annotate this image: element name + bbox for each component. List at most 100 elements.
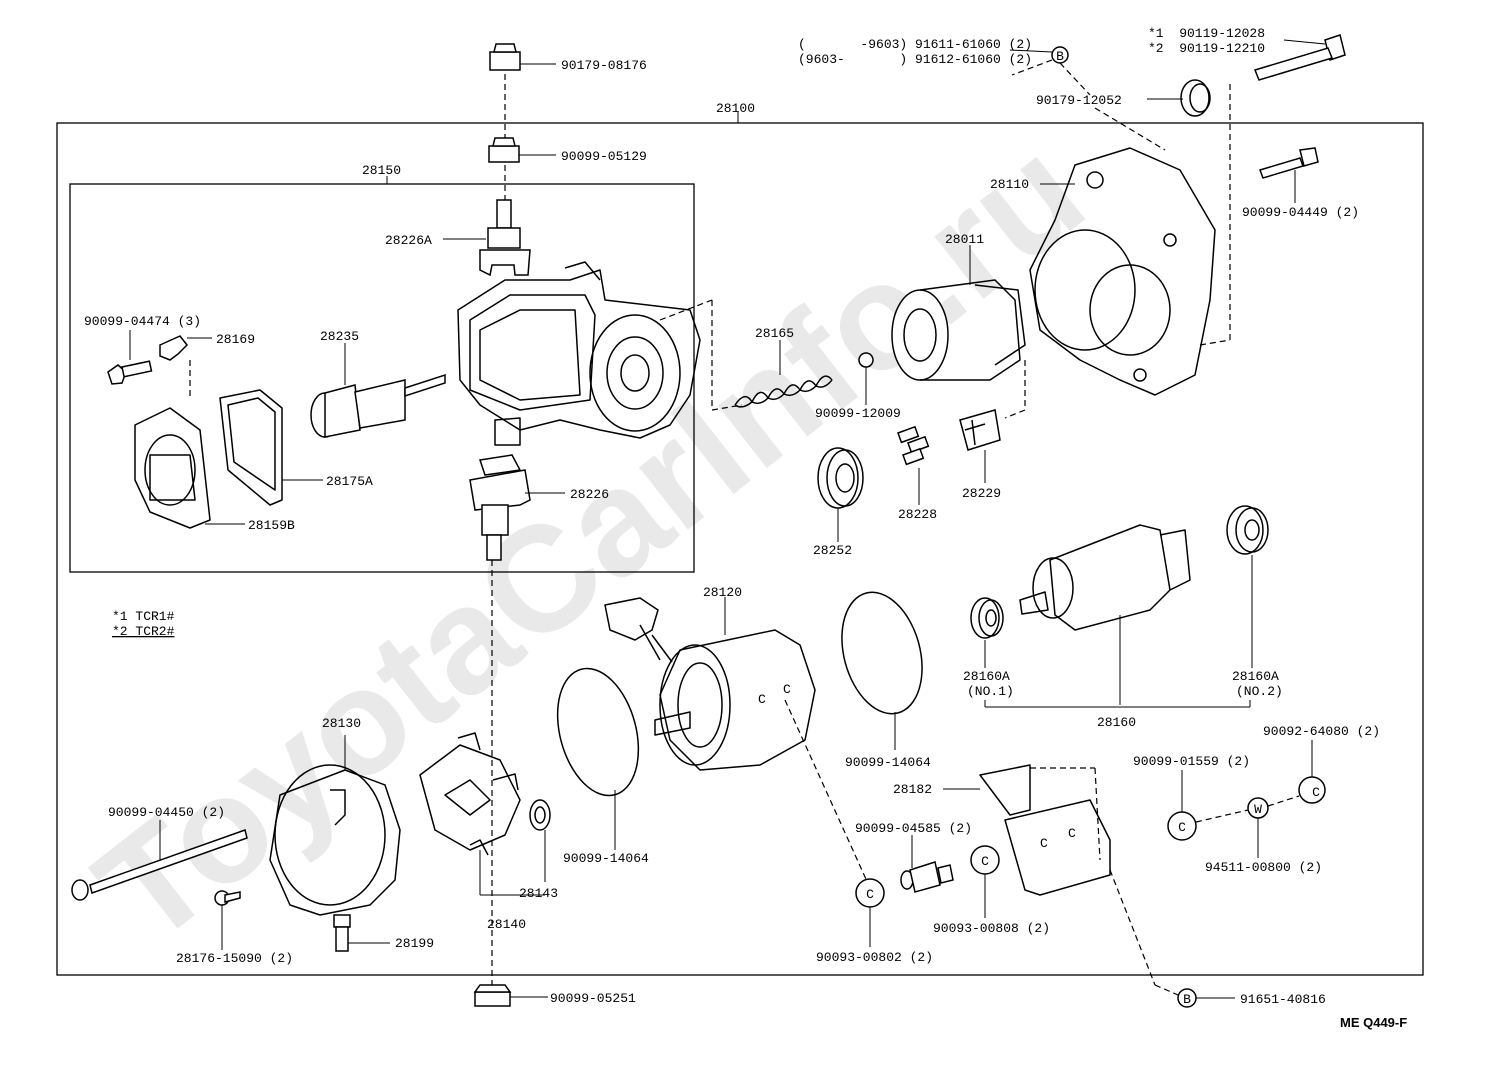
bolt-90119-12028 (1253, 34, 1346, 81)
ball-90099-12009 (858, 352, 874, 368)
label-28011: 28011 (945, 232, 984, 247)
label-28160A-no1-sub: (NO.1) (967, 684, 1014, 699)
label-91651-40816: 91651-40816 (1240, 992, 1326, 1007)
washer-94511-00800: W (1247, 797, 1269, 858)
label-90099-01559: 90099-01559 (2) (1133, 754, 1250, 769)
nut-90092-64080: C (1298, 740, 1326, 804)
label-90099-05251: 90099-05251 (550, 991, 636, 1006)
c-symbol: C (981, 854, 989, 869)
armature-28160 (1019, 524, 1191, 705)
ref-b-symbol-top: B (1009, 46, 1091, 96)
label-28229: 28229 (962, 486, 1001, 501)
washer-90093-00808: C (970, 845, 1000, 918)
o-ring-90099-14064 (556, 667, 640, 797)
c-symbol: C (758, 692, 766, 707)
cap-28199 (333, 914, 390, 952)
c-symbol: C (1068, 826, 1076, 841)
label-28150: 28150 (362, 163, 401, 178)
cover-28159B (134, 407, 245, 529)
subassembly-frame-28150 (69, 183, 695, 573)
bearing-28160A-no2 (1226, 505, 1269, 668)
label-90099-04449: 90099-04449 (2) (1242, 205, 1359, 220)
label-28160: 28160 (1097, 715, 1136, 730)
washer-90093-00802: C (855, 878, 885, 947)
label-28252: 28252 (813, 543, 852, 558)
screw-28176-15090 (214, 890, 241, 950)
label-28182: 28182 (893, 782, 932, 797)
label-28176-15090: 28176-15090 (2) (176, 951, 293, 966)
label-28226A: 28226A (385, 233, 432, 248)
bearing-28160A-no1 (970, 597, 1004, 668)
label-90099-14064-a: 90099-14064 (563, 851, 649, 866)
label-90092-64080: 90092-64080 (2) (1263, 724, 1380, 739)
b-symbol: B (1183, 992, 1191, 1007)
o-ring-90099-14064 (841, 591, 923, 715)
label-90093-00808: 90093-00808 (2) (933, 921, 1050, 936)
rollers-28228 (897, 425, 930, 505)
c-symbol: C (1312, 785, 1320, 800)
c-symbol: C (1040, 836, 1048, 851)
retainer-28229 (959, 409, 1001, 483)
label-91612-61060: (9603- ) 91612-61060 (2) (798, 52, 1032, 67)
label-90099-04474: 90099-04474 (3) (84, 314, 201, 329)
label-28100: 28100 (716, 101, 755, 116)
note-2: *2 TCR2# (112, 624, 175, 639)
label-28160A-no2: 28160A (1232, 669, 1279, 684)
label-28175A: 28175A (326, 474, 373, 489)
b-symbol: B (1056, 49, 1064, 64)
label-28160A-no1: 28160A (963, 669, 1010, 684)
nut-90179-12052 (1147, 79, 1211, 117)
gasket-28175A (219, 389, 323, 506)
bracket-28182 (943, 764, 1111, 896)
label-90099-05129: 90099-05129 (561, 149, 647, 164)
switch-housing (457, 261, 701, 446)
label-90099-12009: 90099-12009 (815, 406, 901, 421)
label-28169: 28169 (216, 332, 255, 347)
label-28160A-no2-sub: (NO.2) (1236, 684, 1283, 699)
washer-90099-01559: C (1167, 770, 1197, 841)
gear-28252 (817, 447, 864, 542)
label-28110: 28110 (990, 177, 1029, 192)
label-90099-14064-b: 90099-14064 (845, 755, 931, 770)
label-28159B: 28159B (248, 518, 295, 533)
label-90099-04450: 90099-04450 (2) (108, 805, 225, 820)
terminal-28226 (469, 454, 565, 561)
label-28130: 28130 (322, 716, 361, 731)
label-94511-00800: 94511-00800 (2) (1205, 860, 1322, 875)
bolt-90099-04449 (1259, 147, 1319, 203)
label-28235: 28235 (320, 329, 359, 344)
note-1: *1 TCR1# (112, 609, 175, 624)
label-28165: 28165 (755, 326, 794, 341)
nut-90179-08176 (489, 43, 556, 71)
terminal-28226A (443, 199, 531, 277)
nut-90099-05129 (488, 137, 556, 163)
label-90119-12028: *1 90119-12028 (1148, 26, 1265, 41)
label-90093-00802: 90093-00802 (2) (816, 950, 933, 965)
clutch-28011 (891, 245, 1026, 381)
diagram-code: ME Q449-F (1340, 1015, 1407, 1030)
spring-28143 (529, 799, 551, 882)
label-90099-04585: 90099-04585 (2) (855, 821, 972, 836)
dashed-link (784, 699, 871, 889)
yoke-28120 (604, 597, 816, 771)
bolt-90099-04585 (900, 835, 954, 893)
label-28140: 28140 (487, 917, 526, 932)
housing-28110 (1029, 147, 1216, 396)
c-symbol: C (783, 682, 791, 697)
end-frame-28130 (269, 735, 401, 916)
label-90179-08176: 90179-08176 (561, 58, 647, 73)
label-90179-12052: 90179-12052 (1036, 93, 1122, 108)
clip-28169 (159, 335, 212, 400)
label-28226: 28226 (570, 487, 609, 502)
assembly-frame-28100 (56, 122, 1424, 976)
plunger-28235 (310, 343, 446, 438)
bolt-90099-04450 (71, 820, 248, 901)
label-28143: 28143 (519, 886, 558, 901)
nut-90099-05251 (473, 984, 548, 1007)
brush-holder-28140 (419, 732, 545, 896)
label-28228: 28228 (898, 507, 937, 522)
spring-28165 (734, 340, 833, 408)
label-28120: 28120 (703, 585, 742, 600)
c-symbol: C (1178, 820, 1186, 835)
